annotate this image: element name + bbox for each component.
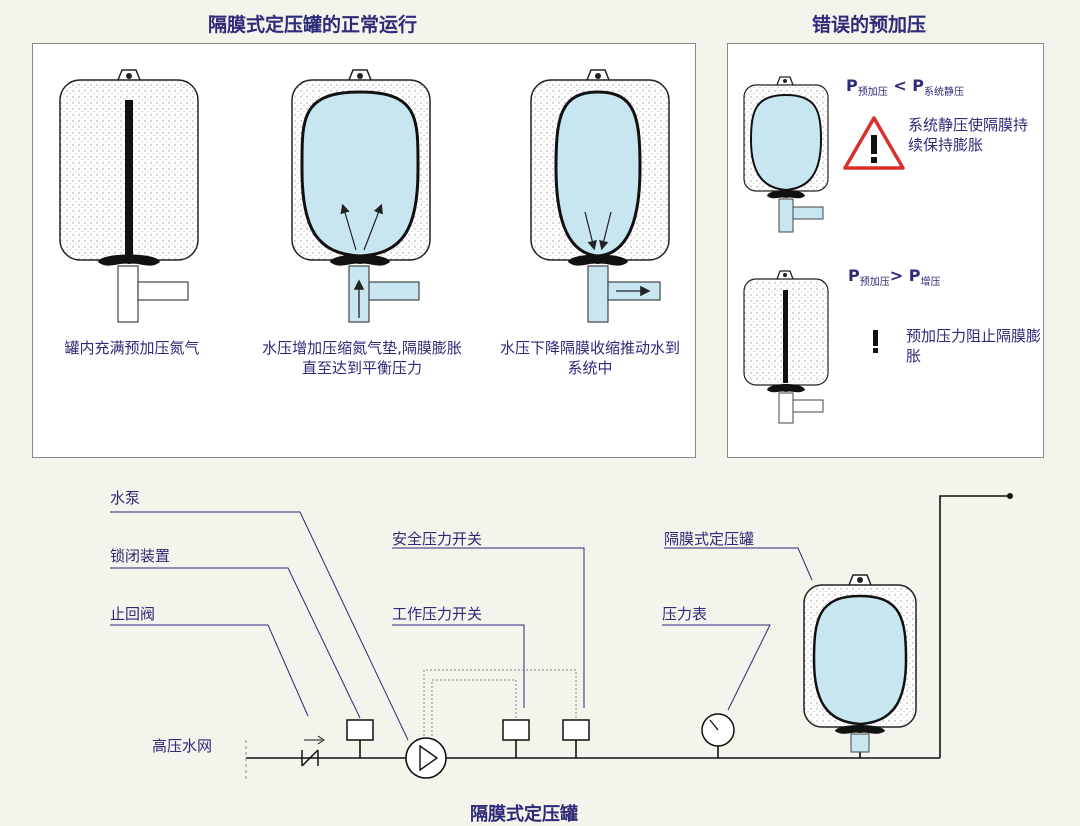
label-check-valve: 止回阀 [110, 605, 156, 623]
bottom-title-partial: 隔膜式定压罐 [470, 804, 578, 825]
lock-device-icon [346, 719, 374, 741]
label-high-pressure-net: 高压水网 [152, 737, 213, 755]
label-pressure-gauge: 压力表 [662, 605, 708, 623]
work-pressure-switch-icon [502, 719, 530, 741]
pressure-gauge-icon [701, 713, 735, 747]
tank-precharge-too-low [743, 76, 829, 233]
formula-low-precharge: P预加压 < P系统静压 [846, 76, 965, 99]
label-safety-switch: 安全压力开关 [392, 530, 483, 548]
safety-pressure-switch-icon [562, 719, 590, 741]
tank-water-entering [291, 69, 431, 323]
check-valve-icon [301, 735, 325, 767]
caption-expanding: 水压增加压缩氮气垫,隔膜膨胀直至达到平衡压力 [262, 339, 462, 377]
tank-precharge-too-high [743, 270, 829, 424]
note-high-precharge: 预加压力阻止隔膜膨胀 [906, 327, 1042, 365]
formula-high-precharge: P预加压> P增压 [848, 266, 941, 289]
normal-operation-title: 隔膜式定压罐的正常运行 [208, 14, 418, 36]
tank-water-leaving [530, 69, 670, 323]
tank-precharged-nitrogen [59, 69, 199, 323]
caption-contracting: 水压下降隔膜收缩推动水到系统中 [500, 339, 681, 377]
label-diaphragm-tank: 隔膜式定压罐 [664, 530, 755, 548]
wrong-precharge-title: 错误的预加压 [812, 14, 927, 36]
label-pump: 水泵 [110, 489, 141, 507]
caption-precharged: 罐内充满预加压氮气 [64, 339, 200, 357]
label-work-switch: 工作压力开关 [392, 605, 483, 623]
note-low-precharge: 系统静压使隔膜持续保持膨胀 [908, 116, 1029, 154]
main-pipe [246, 495, 1010, 759]
outlet-point [1007, 493, 1013, 499]
exclamation-icon [873, 330, 878, 353]
system-diaphragm-tank [803, 574, 917, 753]
label-lock-device: 锁闭装置 [110, 547, 171, 565]
leader-lines [110, 511, 813, 741]
warning-triangle-icon [843, 116, 905, 170]
pump-icon [405, 737, 447, 779]
signal-lines [423, 669, 577, 740]
